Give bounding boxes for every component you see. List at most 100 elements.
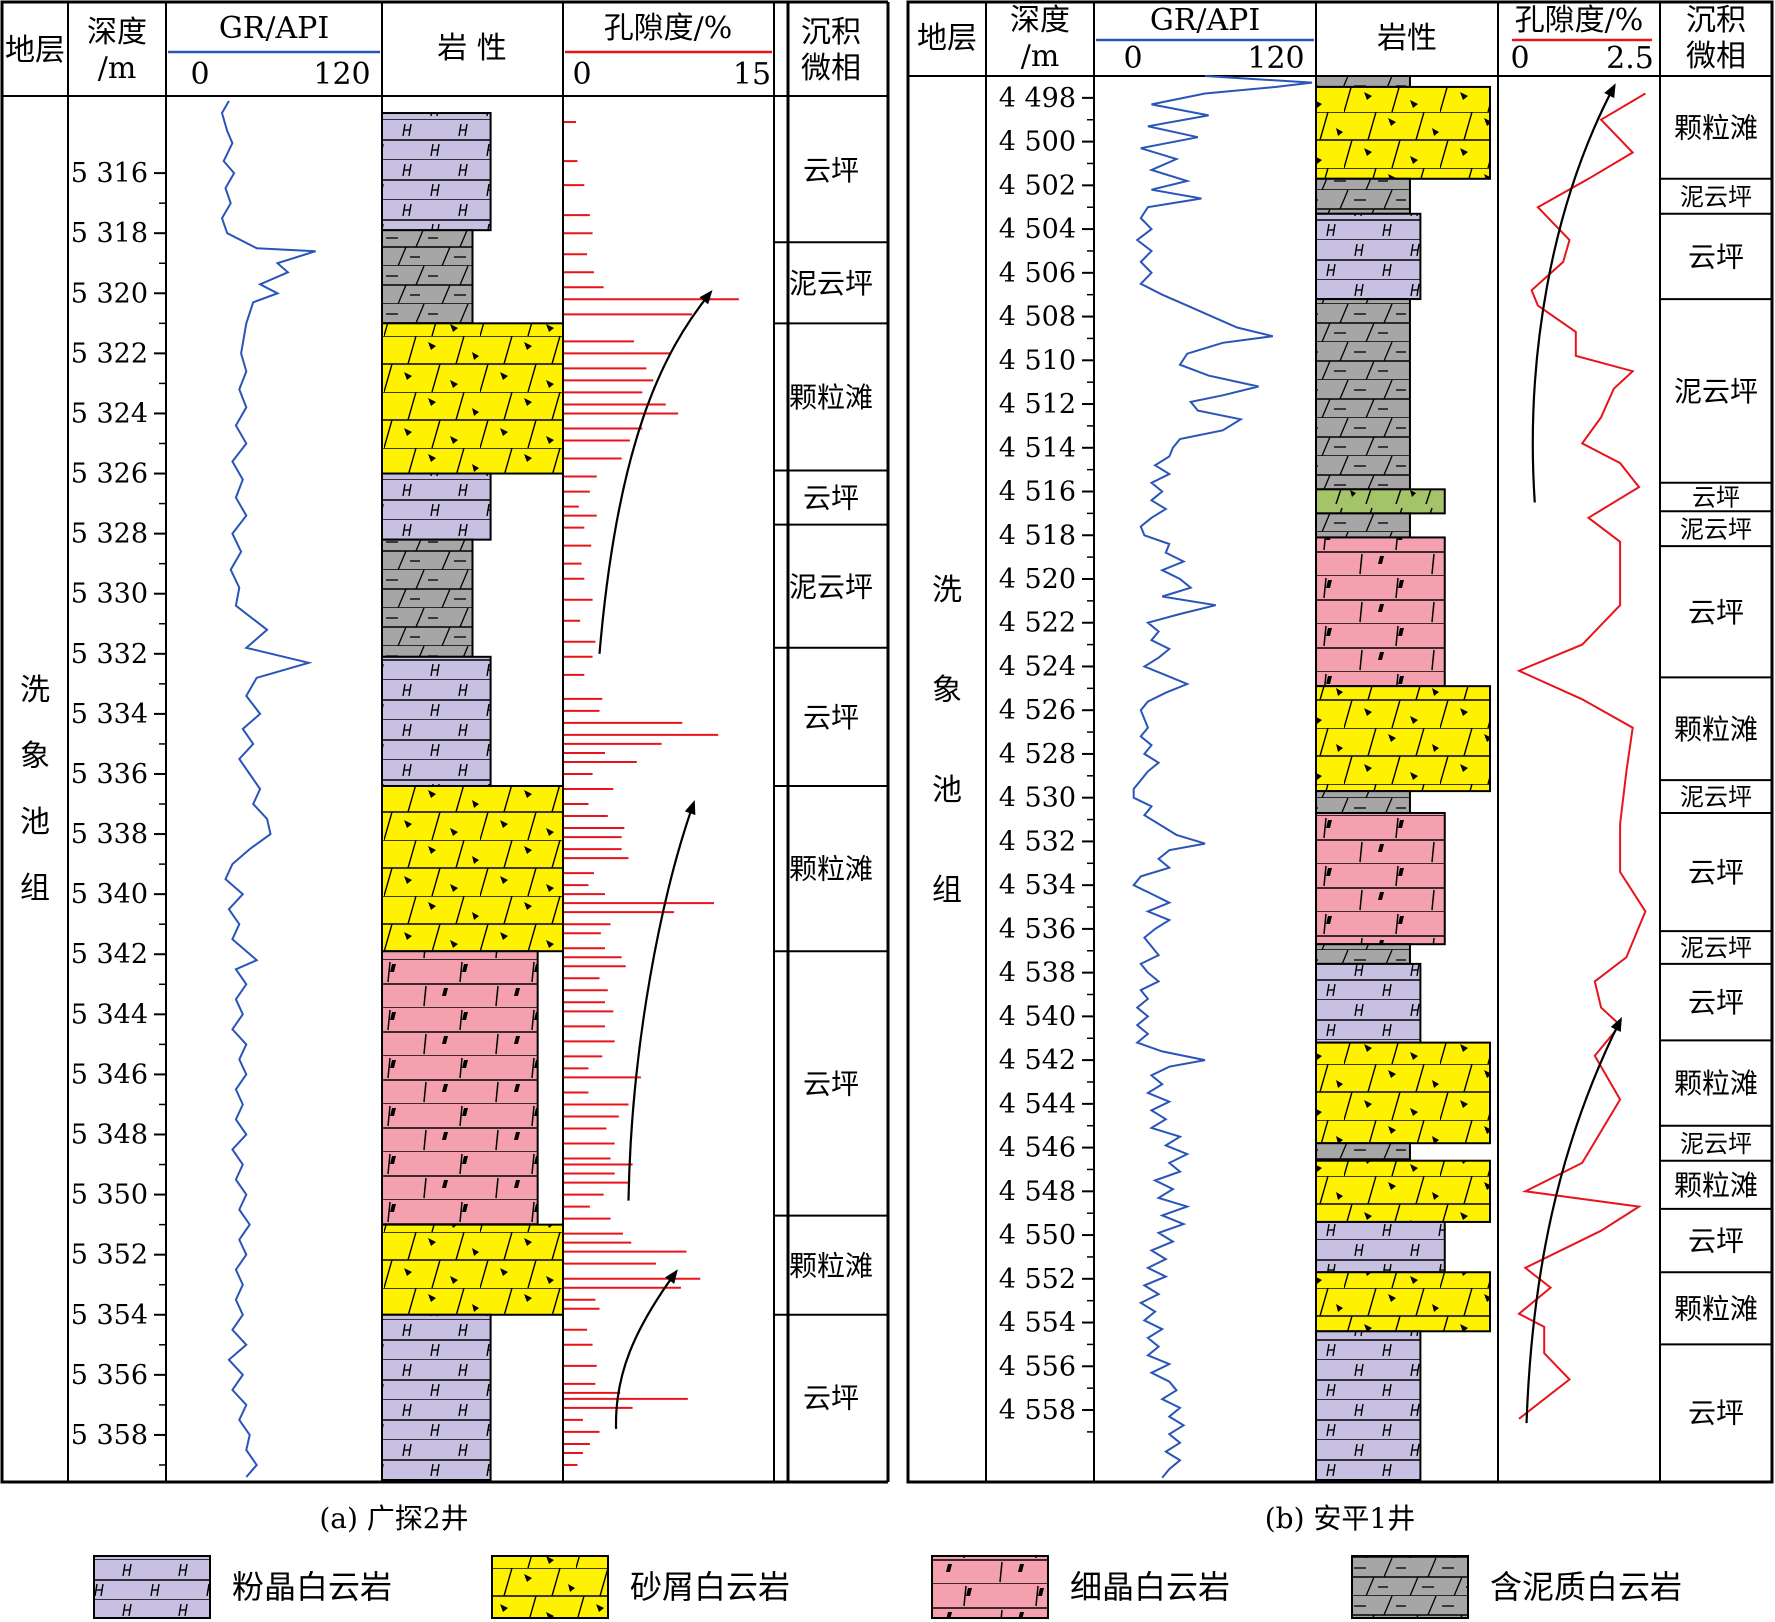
depth-tick-label: 5 318: [71, 218, 148, 249]
depth-tick-label: 5 336: [71, 759, 148, 790]
gr-max: 120: [313, 57, 370, 92]
depth-tick-label: 5 334: [71, 699, 148, 730]
depth-tick-label: 4 544: [999, 1089, 1076, 1120]
litho-silt-block: [381, 655, 492, 787]
depth-tick-label: 4 516: [999, 477, 1076, 508]
litho-argil-block: [1315, 75, 1411, 88]
depth-tick-label: 5 344: [71, 999, 148, 1030]
facies-label: 颗粒滩: [1674, 1067, 1758, 1100]
depth-tick-label: 4 550: [999, 1220, 1076, 1251]
depth-header: 深度: [87, 15, 147, 50]
litho-silt-block: [1315, 1330, 1422, 1481]
facies-header-2: 微相: [1686, 39, 1746, 74]
facies-label: 泥云坪: [1680, 515, 1752, 543]
legend-swatch-fine: [931, 1555, 1049, 1619]
facies-label: 颗粒滩: [1674, 713, 1758, 746]
facies-label: 云坪: [1688, 241, 1744, 274]
porosity-track: [1516, 92, 1647, 1420]
gr-min: 0: [1123, 41, 1142, 76]
depth-tick-label: 4 532: [999, 826, 1076, 857]
depth-tick-label: 4 510: [999, 345, 1076, 376]
depth-tick-label: 4 552: [999, 1264, 1076, 1295]
litho-silt-block: [381, 112, 492, 232]
depth-tick-label: 4 502: [999, 170, 1076, 201]
depth-tick-label: 4 522: [999, 608, 1076, 639]
facies-label: 颗粒滩: [789, 381, 873, 414]
depth-tick-label: 4 506: [999, 258, 1076, 289]
litho-fine-block: [1315, 536, 1446, 688]
depth-tick-label: 4 514: [999, 433, 1076, 464]
facies-label: 云坪: [803, 1068, 859, 1101]
litho-sand-block: [1315, 1041, 1491, 1145]
facies-label: 泥云坪: [1680, 183, 1752, 211]
formation-char: 组: [932, 873, 962, 908]
facies-label: 云坪: [803, 482, 859, 515]
legend-swatch-argil: [1351, 1555, 1469, 1619]
litho-header: 岩 性: [437, 31, 507, 66]
facies-header-2: 微相: [801, 51, 861, 86]
depth-unit: /m: [98, 51, 137, 86]
depth-tick-label: 4 524: [999, 651, 1076, 682]
trend-arrow: [1531, 83, 1616, 503]
depth-tick-label: 5 346: [71, 1059, 148, 1090]
depth-tick-label: 4 542: [999, 1045, 1076, 1076]
litho-argil-block: [1315, 298, 1411, 491]
litho-sand-block: [1315, 85, 1491, 180]
gr-header: GR/API: [219, 11, 329, 46]
depth-tick-label: 4 528: [999, 739, 1076, 770]
facies-label: 颗粒滩: [789, 853, 873, 886]
porosity-curve: [1516, 92, 1647, 1420]
por-min: 0: [1510, 41, 1529, 76]
legend-label: 砂屑白云岩: [630, 1568, 790, 1606]
depth-tick-label: 4 512: [999, 389, 1076, 420]
panel-a-guangtan2: 地层 深度 /m GR/API 0 120 岩 性 孔隙度/% 0 15 沉积 …: [0, 0, 890, 1535]
facies-header: 沉积: [1686, 3, 1746, 38]
depth-tick-label: 5 342: [71, 939, 148, 970]
litho-silt-block: [1315, 212, 1422, 301]
depth-tick-label: 5 340: [71, 879, 148, 910]
litho-silt-block: [1315, 962, 1422, 1044]
depth-tick-label: 4 548: [999, 1176, 1076, 1207]
depth-tick-label: 5 354: [71, 1300, 148, 1331]
depth-tick-label: 5 332: [71, 639, 148, 670]
facies-label: 颗粒滩: [1674, 1292, 1758, 1325]
litho-silt-block: [381, 472, 492, 541]
facies-label: 云坪: [1688, 1396, 1744, 1429]
trend-arrows: [598, 290, 713, 1429]
depth-tick-label: 4 554: [999, 1308, 1076, 1339]
litho-sand-block: [381, 322, 564, 475]
depth-tick-label: 5 358: [71, 1420, 148, 1451]
depth-tick-label: 4 508: [999, 302, 1076, 333]
depth-tick-label: 4 500: [999, 127, 1076, 158]
gr-header: GR/API: [1150, 3, 1260, 38]
legend-label: 粉晶白云岩: [232, 1568, 392, 1606]
depth-tick-label: 5 322: [71, 338, 148, 369]
gr-track: [220, 100, 316, 1478]
facies-label: 泥云坪: [1680, 934, 1752, 962]
facies-label: 颗粒滩: [1674, 1169, 1758, 1202]
depth-tick-label: 4 504: [999, 214, 1076, 245]
litho-argil-block: [1315, 177, 1411, 215]
formation-char: 象: [932, 673, 962, 708]
por-max: 2.5: [1606, 41, 1654, 76]
depth-tick-label: 4 536: [999, 914, 1076, 945]
depth-tick-label: 4 520: [999, 564, 1076, 595]
facies-label: 泥云坪: [789, 267, 873, 300]
depth-tick-label: 5 324: [71, 398, 148, 429]
litho-argil-block: [381, 229, 474, 325]
gr-max: 120: [1247, 41, 1304, 76]
depth-tick-label: 5 356: [71, 1360, 148, 1391]
formation-char: 洗: [932, 573, 962, 608]
facies-label: 泥云坪: [789, 570, 873, 603]
depth-tick-label: 4 556: [999, 1351, 1076, 1382]
facies-label: 颗粒滩: [789, 1249, 873, 1282]
panel-b-frame: [906, 0, 1774, 1484]
litho-argil-block: [381, 538, 474, 658]
facies-label: 云坪: [1688, 596, 1744, 629]
gr-track: [1132, 75, 1313, 1479]
